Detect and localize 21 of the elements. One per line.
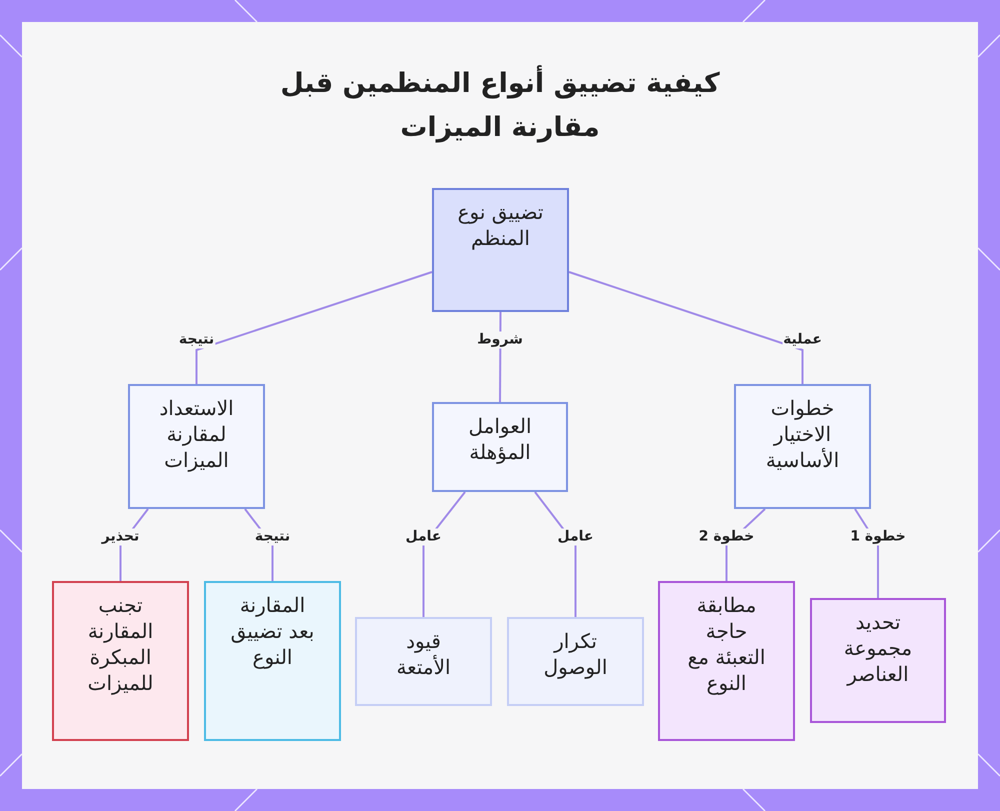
edge-label: عامل bbox=[556, 528, 594, 546]
process-box: تضييق نوع المنظم bbox=[432, 188, 569, 312]
edge-label: عامل bbox=[404, 528, 442, 546]
edge-label: تحذير bbox=[100, 528, 140, 546]
connector-line bbox=[196, 271, 432, 384]
title: كيفية تضييق أنواع المنظمين قبل مقارنة الميزات bbox=[250, 62, 750, 150]
edge-label: نتيجة bbox=[254, 528, 292, 546]
process-box: تكرار الوصول bbox=[507, 617, 644, 706]
process-box: العوامل المؤهلة bbox=[432, 402, 568, 492]
process-box: مطابقة حاجة التعبئة مع النوع bbox=[658, 581, 795, 741]
process-box: خطوات الاختيار الأساسية bbox=[734, 384, 871, 509]
process-box: المقارنة بعد تضييق النوع bbox=[204, 581, 341, 741]
edge-label: خطوة 2 bbox=[698, 528, 756, 546]
process-box: تحديد مجموعة العناصر bbox=[810, 598, 946, 723]
connector-line bbox=[568, 271, 804, 384]
edge-label: عملية bbox=[782, 332, 823, 348]
process-box: الاستعداد لمقارنة الميزات bbox=[128, 384, 265, 509]
process-box: تجنب المقارنة المبكرة للميزات bbox=[52, 581, 189, 741]
edge-label: شروط bbox=[476, 332, 524, 348]
process-box: قيود الأمتعة bbox=[355, 617, 492, 706]
edge-label: خطوة 1 bbox=[849, 528, 907, 546]
